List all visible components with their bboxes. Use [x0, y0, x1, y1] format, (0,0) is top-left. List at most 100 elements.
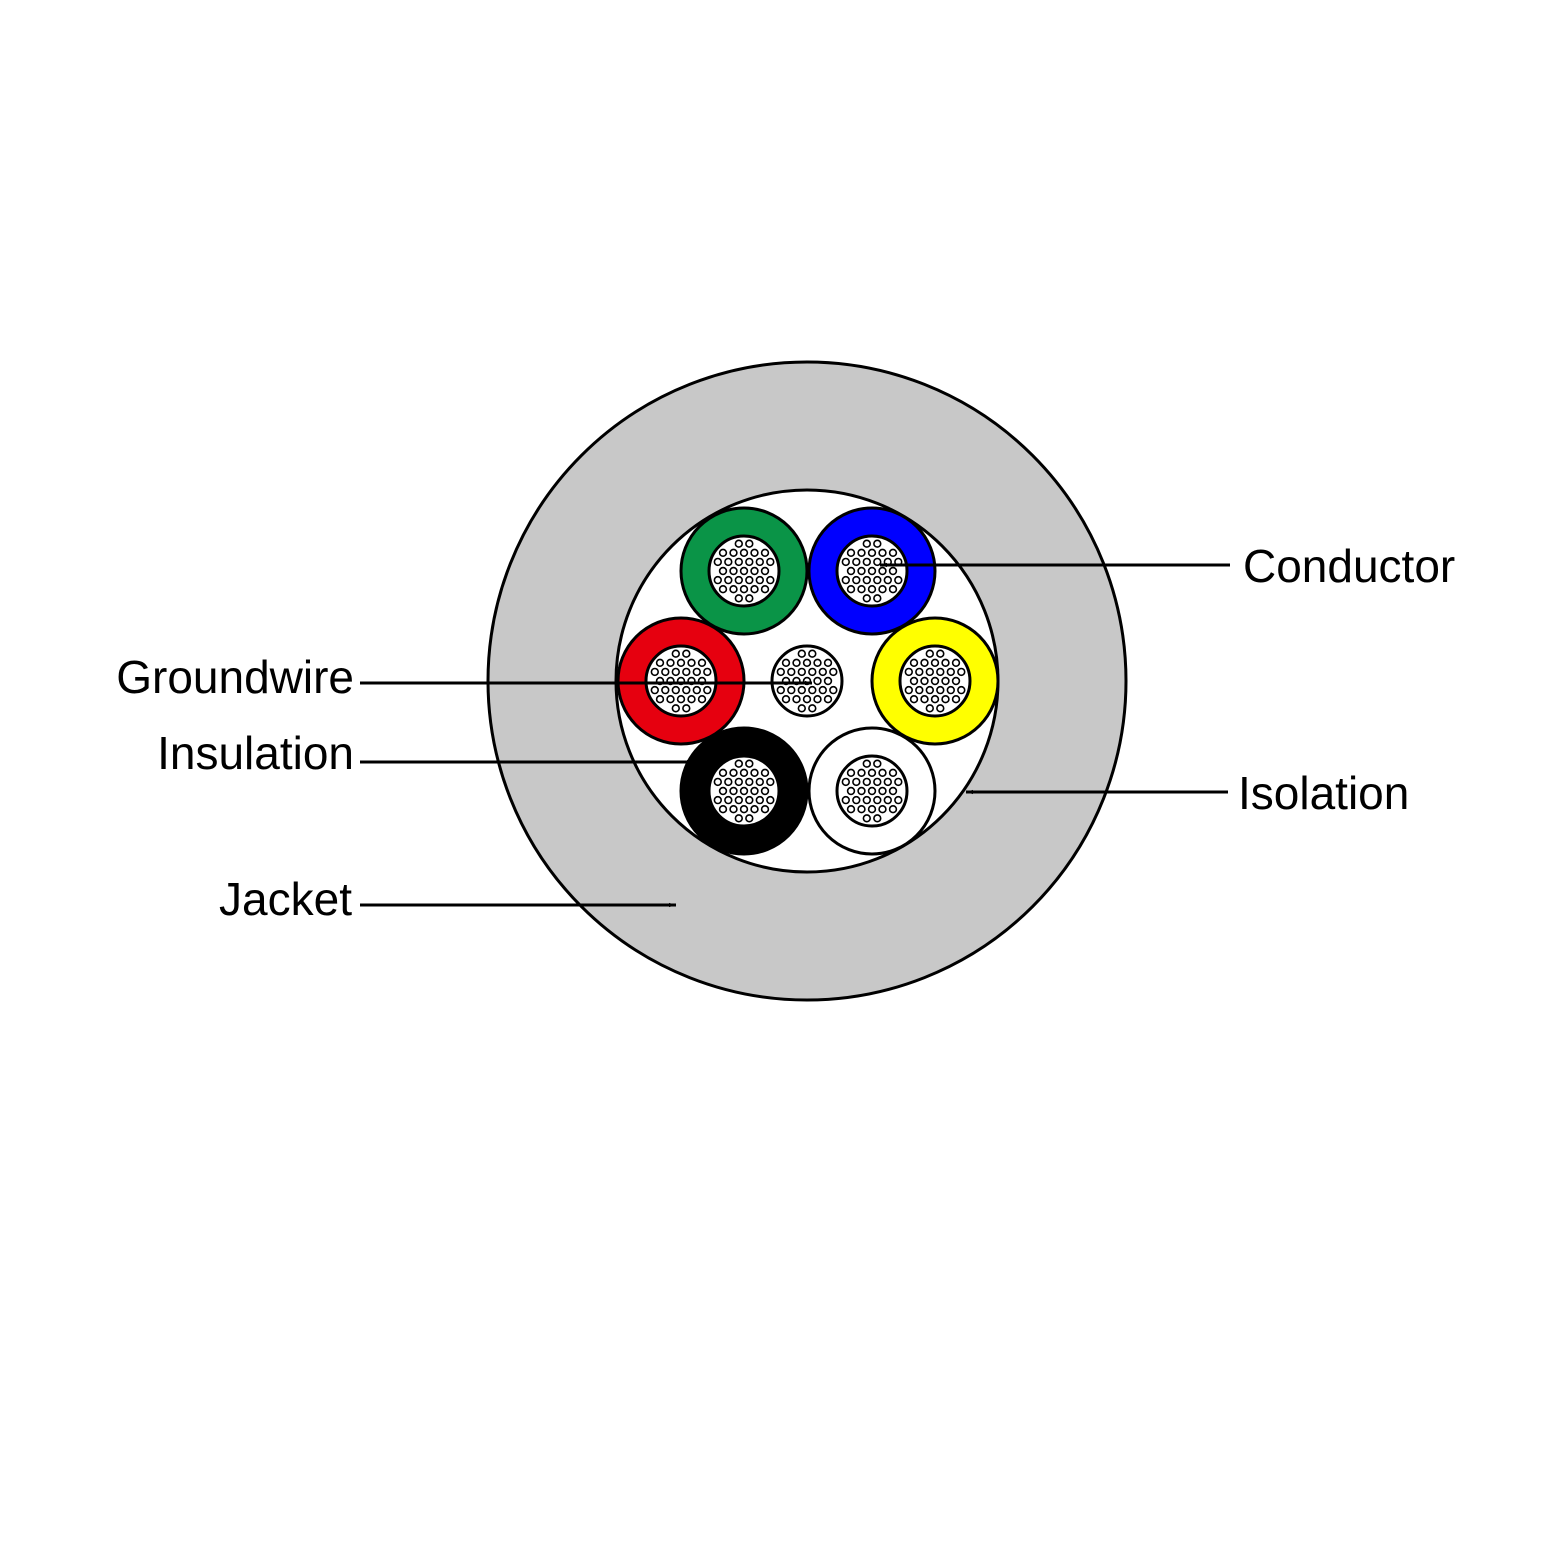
green-wire-strand [718, 566, 728, 576]
groundwire-strand [818, 685, 827, 695]
green-wire-strand [718, 548, 728, 557]
groundwire-strand [813, 658, 822, 667]
yellow-wire-strand [925, 649, 934, 658]
groundwire-strand [813, 694, 822, 704]
yellow-wire-strand [957, 685, 966, 695]
red-wire-strand [692, 685, 701, 695]
yellow-wire-strand [920, 694, 929, 704]
white-wire-strand [883, 795, 892, 805]
green-wire-strand [734, 594, 743, 603]
red-wire-strand [703, 667, 712, 677]
yellow-wire-strand [925, 685, 934, 695]
black-wire-strand [724, 777, 733, 787]
green-wire-strand [745, 539, 754, 548]
black-wire-strand [739, 768, 749, 777]
blue-wire-strand [852, 575, 861, 585]
red-wire-strand [682, 685, 691, 695]
red-wire-strand [682, 649, 691, 658]
groundwire-strand [776, 685, 785, 695]
black-wire-strand [729, 768, 738, 777]
white-wire-strand [846, 804, 856, 814]
white-wire-strand [862, 814, 871, 823]
red-wire-strand [671, 667, 680, 677]
white-wire-strand [846, 768, 856, 777]
groundwire-strand [808, 649, 817, 658]
groundwire-strand [813, 676, 822, 686]
green-wire-strand [766, 557, 775, 567]
groundwire-strand [823, 658, 833, 667]
white-wire-strand [867, 804, 877, 814]
conductor-label: Conductor [1243, 540, 1455, 592]
blue-wire-strand [846, 584, 856, 594]
black-wire-strand [750, 804, 759, 814]
black-wire-strand [729, 804, 738, 814]
black-wire-strand [739, 786, 749, 796]
black-wire-strand [734, 814, 743, 823]
blue-wire-strand [888, 584, 898, 594]
green-wire-strand [755, 557, 764, 567]
blue-wire-strand [841, 575, 850, 585]
blue-wire-strand [883, 575, 892, 585]
groundwire-strand [808, 667, 817, 677]
groundwire-strand [818, 667, 827, 677]
white-wire-strand [894, 795, 903, 805]
green-wire-strand [739, 548, 749, 557]
green-wire-strand [745, 575, 754, 585]
groundwire-strand [823, 676, 833, 686]
isolation-label: Isolation [1238, 767, 1409, 819]
red-wire-strand [661, 685, 670, 695]
green-wire-strand [734, 557, 743, 567]
yellow-wire-strand [909, 694, 919, 704]
white-wire-strand [862, 795, 871, 805]
yellow-wire-strand [909, 676, 919, 686]
black-wire-strand [745, 759, 754, 768]
red-wire-strand [650, 667, 659, 677]
groundwire-strand [829, 667, 838, 677]
black-wire-strand [760, 786, 770, 796]
white-wire-strand [878, 804, 887, 814]
green-wire-strand [729, 548, 738, 557]
red-wire-strand [666, 658, 675, 667]
red-wire-strand [671, 685, 680, 695]
groundwire-strand [808, 704, 817, 713]
red-wire-strand [655, 694, 665, 704]
groundwire-strand [797, 685, 806, 695]
white-wire-strand [857, 768, 866, 777]
blue-wire-strand [894, 575, 903, 585]
red-wire-strand [687, 658, 696, 667]
blue-wire-strand [888, 566, 898, 576]
black-wire-strand [750, 786, 759, 796]
white-wire-strand [883, 777, 892, 787]
red-wire-strand [687, 694, 696, 704]
black-wire-strand [734, 795, 743, 805]
black-wire-strand [755, 795, 764, 805]
black-wire-strand [745, 777, 754, 787]
black-wire-strand [755, 777, 764, 787]
red-wire-strand [655, 658, 665, 667]
yellow-wire-strand [936, 685, 945, 695]
groundwire-strand [781, 694, 791, 704]
blue-wire-strand [857, 566, 866, 576]
black-wire-strand [713, 795, 722, 805]
yellow-wire-strand [904, 685, 913, 695]
green-wire-strand [739, 584, 749, 594]
yellow-wire-strand [930, 694, 940, 704]
yellow-wire-strand [951, 694, 961, 704]
white-wire-strand [867, 768, 877, 777]
green-wire-strand [724, 557, 733, 567]
yellow-wire-strand [920, 658, 929, 667]
red-wire-strand [661, 667, 670, 677]
yellow-wire-strand [936, 667, 945, 677]
blue-wire-strand [846, 566, 856, 576]
red-wire-strand [666, 694, 675, 704]
blue-wire-strand [878, 566, 887, 576]
groundwire-strand [802, 658, 812, 667]
yellow-wire-strand [946, 667, 955, 677]
white-wire-strand [846, 786, 856, 796]
black-wire-strand [750, 768, 759, 777]
groundwire-strand [797, 667, 806, 677]
red-wire-strand [682, 667, 691, 677]
white-wire-strand [894, 777, 903, 787]
white-wire-strand [862, 759, 871, 768]
groundwire-strand [802, 694, 812, 704]
